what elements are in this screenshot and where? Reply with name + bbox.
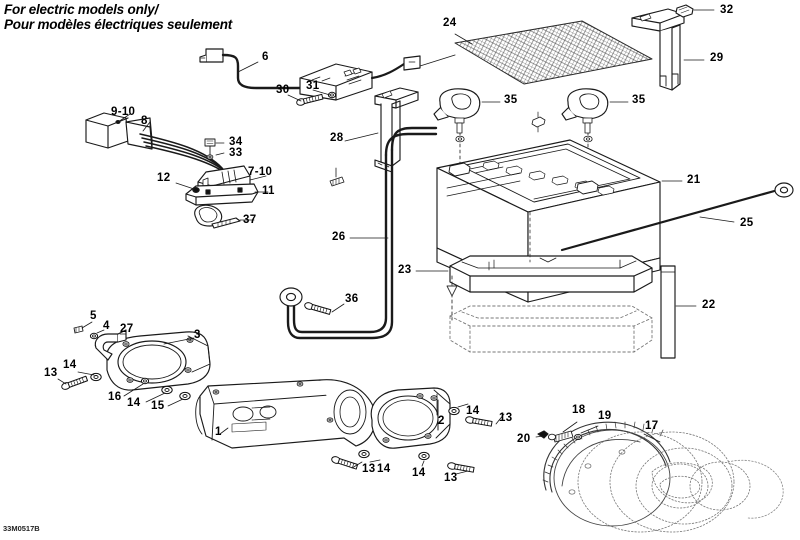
part-26-ring-terminal [279, 287, 303, 307]
terminal-bolt-stack-left [454, 117, 465, 143]
part-13-bolt-c [330, 455, 359, 471]
part-15-washer [179, 391, 191, 401]
callout-15: 15 [151, 400, 165, 412]
part-36-screw-a [303, 301, 332, 316]
callout-24: 24 [443, 17, 457, 29]
part-14-washer-d [358, 449, 370, 459]
part-14-washer-b [161, 385, 173, 395]
callout-17: 17 [645, 420, 659, 432]
callout-26: 26 [332, 231, 346, 243]
callout-6: 6 [262, 51, 269, 63]
callout-13-a: 13 [44, 367, 58, 379]
part-35-terminal-cover-left [433, 88, 481, 121]
callout-14-e: 14 [412, 467, 426, 479]
callout-28: 28 [330, 132, 344, 144]
part-fastener-small [329, 167, 345, 187]
callout-34: 34 [229, 136, 243, 148]
part-18-bolt [547, 430, 574, 443]
part-29-bracket [631, 8, 685, 91]
part-11-plate [185, 183, 259, 206]
battery-tray-lower [449, 305, 653, 353]
part-31-solenoid [299, 62, 406, 101]
callout-22: 22 [702, 299, 716, 311]
callout-30: 30 [276, 84, 290, 96]
callout-36: 36 [345, 293, 359, 305]
callout-5: 5 [90, 310, 97, 322]
callout-13-c: 13 [362, 463, 376, 475]
part-19-washer [574, 433, 582, 441]
diagram-title-line-1: For electric models only/ [4, 2, 159, 17]
part-26-cable [286, 126, 438, 340]
callout-8: 8 [141, 115, 148, 127]
part-6-cable [199, 48, 302, 90]
callout-35-right: 35 [632, 94, 646, 106]
callout-32: 32 [720, 4, 734, 16]
part-17-ring-gear [542, 421, 751, 533]
callout-4: 4 [103, 320, 110, 332]
diagram-code: 33M0517B [3, 524, 40, 533]
callout-21: 21 [687, 174, 701, 186]
part-32-nut [675, 4, 694, 18]
part-14-washer-e [418, 451, 430, 461]
callout-2: 2 [438, 415, 445, 427]
part-12-stud [192, 187, 200, 193]
assembly-arrow [446, 275, 458, 321]
callout-33: 33 [229, 147, 243, 159]
callout-13-d: 13 [444, 472, 458, 484]
callout-27: 27 [120, 323, 134, 335]
part-25-rod [560, 182, 794, 252]
part-20-key [537, 430, 549, 439]
callout-25: 25 [740, 217, 754, 229]
part-24-mesh-mat [454, 20, 653, 85]
part-13-bolt-b [464, 415, 493, 428]
part-4-washer [89, 332, 99, 340]
part-5-clip [73, 325, 84, 334]
diagram-title: For electric models only/ Pour modèles é… [4, 2, 474, 32]
callout-31: 31 [306, 80, 320, 92]
callout-29: 29 [710, 52, 724, 64]
callout-14-d: 14 [377, 463, 391, 475]
callout-1: 1 [215, 426, 222, 438]
callout-16: 16 [108, 391, 122, 403]
callout-3: 3 [194, 329, 201, 341]
part-27-bracket [94, 329, 127, 361]
callout-14-a: 14 [63, 359, 77, 371]
part-16-washer [140, 377, 150, 385]
part-35-terminal-cover-right [561, 88, 609, 121]
part-1-starter-motor [195, 379, 376, 449]
part-2-cover-plate [370, 387, 451, 449]
callout-37: 37 [243, 214, 257, 226]
part-23-tray-frame [449, 255, 653, 293]
part-3-housing-flange [106, 331, 211, 391]
part-34-33-clip [204, 138, 216, 160]
callout-14-c: 14 [466, 405, 480, 417]
diagram-title-line-2: Pour modèles électriques seulement [4, 17, 233, 32]
callout-18: 18 [572, 404, 586, 416]
callout-12: 12 [157, 172, 171, 184]
part-14-washer-c [448, 406, 460, 416]
callout-35-left: 35 [504, 94, 518, 106]
small-fastener-cluster [531, 111, 546, 133]
callout-23: 23 [398, 264, 412, 276]
callout-13-b: 13 [499, 412, 513, 424]
terminal-bolt-stack-right [582, 117, 594, 160]
part-37-cable-tie [194, 204, 241, 229]
callout-11: 11 [262, 185, 275, 197]
callout-14-b: 14 [127, 397, 141, 409]
callout-20: 20 [517, 433, 531, 445]
part-22-rod [660, 265, 676, 359]
callout-19: 19 [598, 410, 612, 422]
callout-9-10: 9-10 [111, 106, 136, 118]
callout-7-10: 7-10 [248, 166, 273, 178]
part-28-bracket [374, 87, 419, 173]
